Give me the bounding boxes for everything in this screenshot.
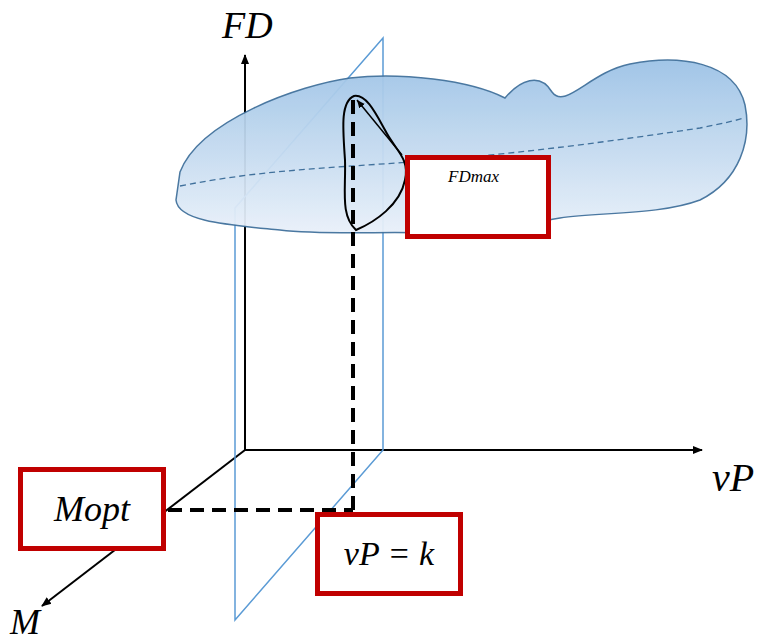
callout-text: Mopt [54, 491, 130, 527]
axis-label: M [10, 604, 40, 640]
callout-text: FDmax [448, 168, 499, 185]
section-curve [343, 96, 406, 230]
surface-dashed-curve [180, 118, 744, 186]
callout-box: Mopt [18, 467, 166, 551]
axis-label: vP [712, 458, 754, 498]
callout-text: vP = k [344, 537, 434, 571]
axis-label: FD [222, 6, 273, 44]
leader-arrow [357, 100, 402, 155]
callout-box: FDmax [405, 155, 551, 239]
vp-axis [245, 449, 702, 451]
callout-box: vP = k [315, 512, 463, 596]
projection-dashed [351, 100, 355, 512]
